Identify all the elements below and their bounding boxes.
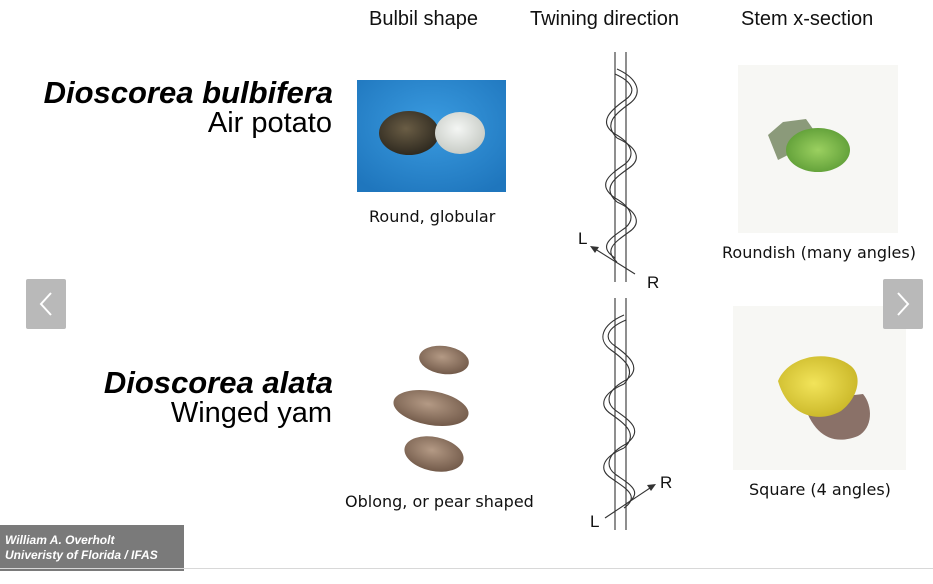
winged-yam-twine-right-label: R <box>660 473 673 492</box>
winged-yam-twine-left-label: L <box>590 512 600 531</box>
species-1-scientific-name: Dioscorea bulbifera <box>43 75 333 110</box>
photo-credit: William A. Overholt Univeristy of Florid… <box>0 525 184 571</box>
air-potato-bulbil-photo <box>357 80 506 192</box>
winged-yam-stem-caption: Square (4 angles) <box>749 480 891 499</box>
credit-author: William A. Overholt <box>5 533 115 547</box>
air-potato-twine-right-label: R <box>647 273 660 292</box>
air-potato-twining-diagram <box>575 52 675 292</box>
footer-divider <box>0 568 933 569</box>
chevron-left-icon <box>39 292 52 316</box>
winged-yam-bulbil-caption: Oblong, or pear shaped <box>345 492 534 511</box>
winged-yam-bulbil-photo <box>384 340 484 480</box>
header-bulbil-shape: Bulbil shape <box>369 8 478 30</box>
credit-institution: Univeristy of Florida / IFAS <box>5 548 158 562</box>
header-stem-section: Stem x-section <box>741 8 874 30</box>
air-potato-stem-caption: Roundish (many angles) <box>722 243 916 262</box>
chevron-right-icon <box>897 292 910 316</box>
air-potato-twine-left-label: L <box>578 229 588 248</box>
species-1-common-name: Air potato <box>207 107 332 139</box>
species-2-common-name: Winged yam <box>170 397 332 429</box>
air-potato-bulbil-caption: Round, globular <box>369 207 496 226</box>
previous-slide-button[interactable] <box>26 279 66 329</box>
air-potato-stem-photo <box>738 65 898 233</box>
species-2-scientific-name: Dioscorea alata <box>103 365 333 400</box>
next-slide-button[interactable] <box>883 279 923 329</box>
winged-yam-twining-diagram <box>575 298 675 538</box>
winged-yam-stem-photo <box>733 306 906 470</box>
header-twining-direction: Twining direction <box>530 8 679 30</box>
